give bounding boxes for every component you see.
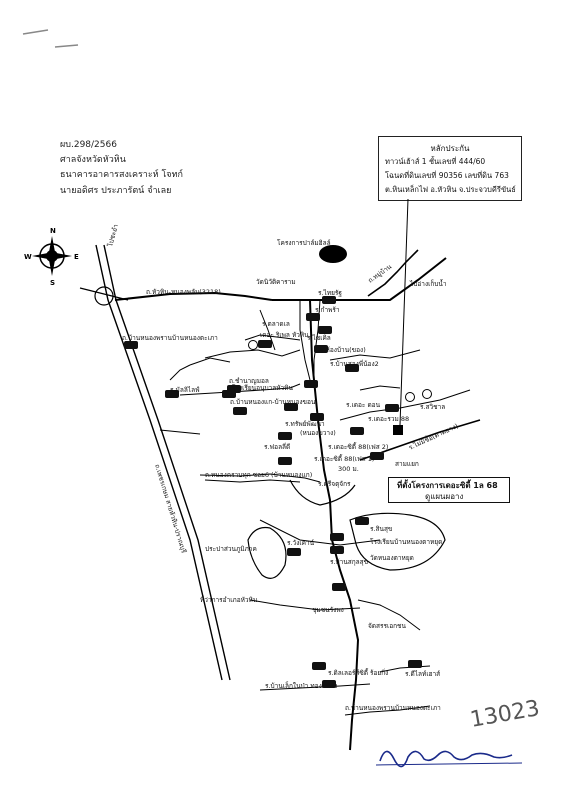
car-icons <box>124 296 422 688</box>
interchange <box>79 286 129 306</box>
collateral-line-3: ต.หินเหล็กไฟ อ.หัวหิน จ.ประจวบคีรีขันธ์ <box>385 185 516 194</box>
highway-4-road <box>95 244 231 681</box>
collateral-pointer <box>399 198 409 426</box>
label-wat-hin: ถ.บ้านหนองพรานบ้านหนองตะเภา <box>122 334 218 342</box>
label-ban-lan: ร.สวิชาล <box>420 403 445 411</box>
main-south-road <box>309 299 360 751</box>
label-shop-a: ร.ไซเคิล <box>307 334 331 342</box>
label-lotus: ร.เดอะรวม 88 <box>368 415 409 423</box>
plaintiff-name: ธนาคารอาคารสงเคราะห์ โจทก์ <box>60 170 183 180</box>
compass-e: E <box>74 253 79 261</box>
label-pet: ร.ฟอลลี่ดี <box>264 442 290 451</box>
label-ban-nong-school: โรงเรียนบ้านหนองตาหยุด <box>370 538 442 546</box>
label-to-pala-u: ไปอ่างเก็บน้ำ <box>409 279 447 288</box>
label-noung: ชุมชนวังพง <box>312 606 344 614</box>
label-delight: ร.ดีไลท์เฮาส์ <box>405 670 440 678</box>
site-label-box: ที่ตั้งโครงการเดอะซิตี้ 1ล 68 ดูแผนผอาง <box>388 477 510 503</box>
label-school-b: ร.ห้องบ้าน(ของ) <box>320 346 366 354</box>
minor-roads <box>159 299 471 716</box>
label-so-tua: ถ.ชำนาญมอล <box>229 377 269 385</box>
collateral-line-2: โฉนดที่ดินเลขที่ 90356 เลขที่ดิน 763 <box>385 171 509 180</box>
label-school-palm: ร.ไทยรัฐ <box>318 289 342 297</box>
label-kilo: 300 ม. <box>338 465 359 473</box>
label-the-city2: ร.เดอะซิตี้ 88(เฟส 1) <box>314 454 374 463</box>
marker-circle <box>248 340 258 350</box>
case-number: ผบ.298/2566 <box>60 140 117 150</box>
loop-road <box>289 479 356 506</box>
label-wat-nong-kae: วัดนิวัติคาราม <box>256 278 296 286</box>
label-to-hat-yai: ไปชะอำ <box>106 223 120 248</box>
reservoir <box>247 526 287 579</box>
label-market2: ร.ตรีจตุจักร <box>318 480 351 488</box>
label-prasert: ร.ทรัพย์พัฒนา <box>285 420 325 428</box>
label-nong-to: ร.ไม่มีชื่อ(ดาดยาง) <box>407 421 459 452</box>
road-ne-branch <box>367 249 419 297</box>
label-golf: ที่ว่าการอำเภอหัวหิน <box>200 595 258 604</box>
label-pra-tu: ประปาส่วนภูมิภาค <box>205 545 257 553</box>
compass-n: N <box>50 227 56 235</box>
road-ne <box>272 257 447 301</box>
collateral-box: หลักประกัน ทาวน์เฮ้าส์ 1 ชั้นเลขที่ 444/… <box>378 136 522 201</box>
label-nuk: ร.วังเคาน์ <box>287 539 315 547</box>
label-project-lake: โครงการปาล์มฮิลล์ <box>277 239 331 247</box>
marker-circle <box>422 389 432 399</box>
collateral-title: หลักประกัน <box>430 144 470 153</box>
label-lanterns: สามแยก <box>395 460 419 468</box>
label-nong-kae-road: ถ.หนองคราบทุก ซอย6 (บ้านหนองแก) <box>205 471 312 479</box>
label-hin-lek: เดอะ ริเพล หัวหิน <box>260 331 309 339</box>
label-highway-4: ถ.เพชรเกษม สายหัวหิน-ปราณบุรี <box>153 463 188 554</box>
marker-circle <box>405 392 415 402</box>
road-3218 <box>114 291 273 301</box>
court-name: ศาลจังหวัดหัวหิน <box>60 155 126 165</box>
label-ban-doem: ร.สินสุข <box>370 525 392 533</box>
label-road-3218: ถ.หัวหิน-หนองพลับ(3218) <box>146 288 221 296</box>
label-noi: จัดสรรเอกชน <box>368 622 406 630</box>
label-house-1: ร.บ้านสองพี่น้อง2 <box>330 359 379 368</box>
compass-s: S <box>50 279 55 287</box>
collateral-line-1: ทาวน์เฮ้าส์ 1 ชั้นเลขที่ 444/60 <box>385 157 486 166</box>
lake <box>319 245 347 263</box>
label-ban-nong: ถ.บ้านหนองแก-บ้านหนองขอน <box>230 398 316 406</box>
defendant-name: นายอดิศร ประภารัตน์ จำเลย <box>60 186 172 196</box>
signature-image <box>375 750 523 768</box>
compass-rose-icon: N S W E <box>24 227 79 287</box>
label-mart: ร.เดอะ ดอน <box>346 401 381 409</box>
label-the-city: ร.เดอะซิตี้ 88(เฟส 2) <box>328 442 388 451</box>
label-nong-kwang: (หนองขวาง) <box>300 429 336 437</box>
site-label-line-1: ที่ตั้งโครงการเดอะซิตี้ 1ล 68 <box>397 481 498 490</box>
scan-mark <box>22 29 49 35</box>
label-ban-lek: ร.บ้านเล็กในป่า ทองดีห้อง <box>265 681 337 690</box>
site-marker <box>393 425 403 435</box>
site-label-line-2: ดูแผนผอาง <box>425 492 464 501</box>
compass-w: W <box>24 253 32 261</box>
label-ban-sakul: ร.บ้านสกุลสุข <box>330 558 368 566</box>
label-wat-nong: วัดหนองตาหยุด <box>370 554 414 562</box>
label-so-sam: ร.มัลลิไลฟ์ <box>170 386 200 394</box>
label-mu-ban: ร.ดิลเลอร์ส์ซิตี้ ร้อยกิ่ง <box>328 668 388 677</box>
label-hua-hin-soi: ถ.หมู่บ้าน <box>367 262 394 284</box>
scan-mark <box>54 44 79 48</box>
label-market: ร.ตลาดเล <box>262 320 290 328</box>
label-pumpkin: ร.กำพร้า <box>315 306 340 314</box>
village-loop <box>349 512 446 571</box>
label-school-c: โรงเรียนอนุบาลหัวหิน <box>232 384 293 392</box>
label-ban-pra: ถ.บ้านหนองพรานบ้านหนองตะเภา <box>345 704 441 712</box>
